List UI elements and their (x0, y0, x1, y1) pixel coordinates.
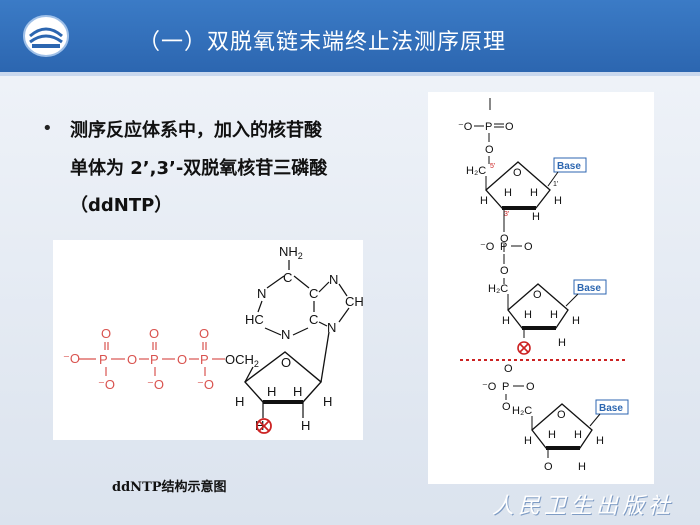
svg-text:O: O (544, 461, 553, 473)
svg-text:H: H (532, 211, 540, 223)
svg-text:⁻O: ⁻O (482, 381, 497, 393)
svg-text:Base: Base (557, 161, 581, 172)
svg-text:3': 3' (504, 211, 509, 218)
svg-text:O: O (504, 363, 513, 375)
dna-chain-diagram: ⁻O P O O H₂C 5' O 1' Base H H H H 3' (458, 98, 629, 473)
svg-text:H: H (558, 337, 566, 349)
svg-text:⁻O: ⁻O (147, 377, 164, 392)
svg-text:H: H (574, 429, 582, 441)
svg-text:1': 1' (553, 181, 558, 188)
svg-text:O: O (524, 241, 533, 253)
svg-text:⁻O: ⁻O (458, 121, 473, 133)
svg-text:P: P (485, 121, 492, 133)
svg-text:H: H (235, 394, 244, 409)
svg-text:H: H (502, 315, 510, 327)
svg-text:O: O (502, 401, 511, 413)
chain-stop-icon (256, 418, 272, 434)
svg-text:H: H (524, 435, 532, 447)
svg-text:H: H (554, 195, 562, 207)
svg-text:N: N (281, 327, 290, 342)
publisher-watermark: 人民卫生出版社 (492, 494, 675, 519)
svg-text:5': 5' (490, 163, 495, 170)
slide-header (0, 0, 700, 72)
svg-text:H₂C: H₂C (488, 283, 508, 295)
publisher-logo-icon (23, 15, 69, 57)
svg-text:N: N (329, 272, 338, 287)
svg-text:O: O (127, 352, 137, 367)
svg-text:P: P (502, 381, 509, 393)
bullet-text-line-1: 测序反应体系中，加入的核苷酸 (70, 120, 322, 141)
svg-text:P: P (99, 352, 108, 367)
figure-caption: ddNTP结构示意图 (112, 480, 227, 495)
svg-text:O: O (533, 289, 542, 301)
svg-text:H: H (524, 309, 532, 321)
svg-text:H: H (550, 309, 558, 321)
svg-text:P: P (150, 352, 159, 367)
svg-text:O: O (500, 265, 509, 277)
bullet-text-line-2: 单体为 2’,3’-双脱氧核苷三磷酸 (70, 158, 328, 179)
svg-text:O: O (149, 326, 159, 341)
svg-text:CH: CH (345, 294, 363, 309)
svg-text:H₂C: H₂C (466, 165, 486, 177)
svg-text:HC: HC (245, 312, 264, 327)
svg-text:N: N (257, 286, 266, 301)
chain-stop-icon (517, 341, 531, 355)
svg-text:P: P (200, 352, 209, 367)
svg-text:H: H (480, 195, 488, 207)
svg-text:H: H (293, 384, 302, 399)
svg-text:C: C (309, 312, 318, 327)
svg-text:Base: Base (577, 283, 601, 294)
svg-text:H: H (255, 418, 264, 433)
svg-text:⁻O: ⁻O (63, 351, 80, 366)
svg-text:H: H (596, 435, 604, 447)
bullet-marker: • (42, 118, 53, 139)
svg-text:O: O (199, 326, 209, 341)
svg-text:⁻O: ⁻O (197, 377, 214, 392)
svg-text:H: H (301, 418, 310, 433)
svg-text:O: O (557, 409, 566, 421)
svg-text:⁻O: ⁻O (98, 377, 115, 392)
svg-text:Base: Base (599, 403, 623, 414)
svg-text:OCH2: OCH2 (225, 352, 259, 369)
svg-text:O: O (500, 233, 509, 245)
svg-text:C: C (283, 270, 292, 285)
svg-text:H: H (548, 429, 556, 441)
svg-text:H: H (323, 394, 332, 409)
svg-text:N: N (327, 320, 336, 335)
svg-text:O: O (505, 121, 514, 133)
svg-text:O: O (485, 144, 494, 156)
ddntp-structure-diagram: O ⁻O P ⁻O O O P ⁻O O O P (63, 244, 364, 434)
svg-text:O: O (177, 352, 187, 367)
svg-text:O: O (101, 326, 111, 341)
dna-chain-termination-figure: ⁻O P O O H₂C 5' O 1' Base H H H H 3' (428, 92, 654, 484)
svg-text:O: O (513, 167, 522, 179)
svg-text:⁻O: ⁻O (480, 241, 495, 253)
svg-text:P: P (500, 241, 507, 253)
slide-title: （一）双脱氧链末端终止法测序原理 (138, 30, 507, 55)
svg-text:O: O (281, 355, 291, 370)
ddntp-structure-figure: O ⁻O P ⁻O O O P ⁻O O O P (53, 240, 364, 440)
svg-text:H₂C: H₂C (512, 405, 532, 417)
header-divider (0, 72, 700, 76)
svg-text:H: H (572, 315, 580, 327)
svg-text:C: C (309, 286, 318, 301)
svg-text:NH2: NH2 (279, 244, 303, 261)
svg-text:O: O (526, 381, 535, 393)
svg-text:H: H (578, 461, 586, 473)
svg-text:H: H (504, 187, 512, 199)
svg-text:H: H (267, 384, 276, 399)
bullet-text-line-3: （ddNTP） (70, 195, 173, 216)
svg-text:H: H (530, 187, 538, 199)
